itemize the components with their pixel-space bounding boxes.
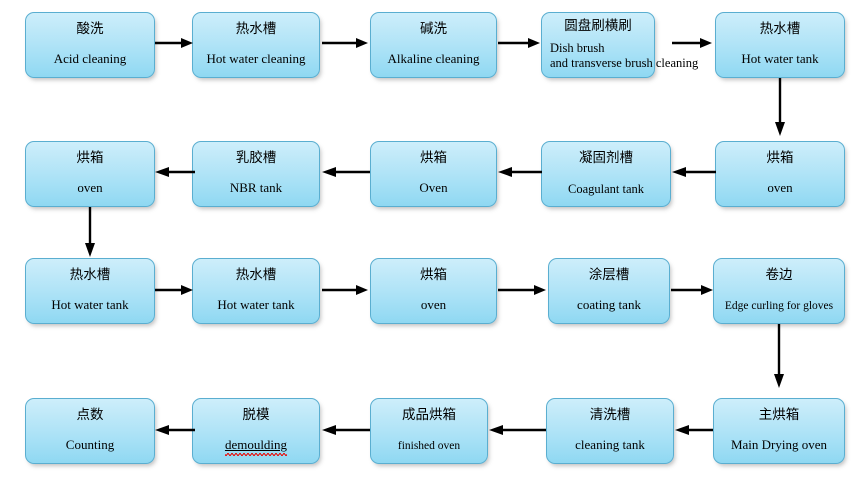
node-label-en: Oven [419, 180, 448, 196]
process-node-hot-water-tank-r1[interactable]: 热水槽 Hot water tank [715, 12, 845, 78]
node-label-en: Hot water tank [217, 297, 295, 313]
node-label-cn: 凝固剂槽 [579, 150, 633, 166]
node-label-cn: 乳胶槽 [235, 150, 277, 166]
node-label-en-wrapper: demoulding [193, 437, 319, 456]
node-label-en: Edge curling for gloves [724, 299, 834, 312]
arrow-r1-2 [322, 36, 370, 50]
process-node-oven-r2-left[interactable]: 烘箱 oven [25, 141, 155, 207]
node-label-cn: 热水槽 [759, 21, 801, 37]
node-label-cn: 主烘箱 [758, 407, 800, 423]
node-label-cn: 碱洗 [420, 21, 447, 37]
arrow-r3-3 [498, 283, 548, 297]
node-label-cn: 圆盘刷横刷 [564, 18, 632, 34]
process-node-dish-brush[interactable]: 圆盘刷横刷 Dish brush and transverse brush cl… [541, 12, 698, 78]
node-label-en: cleaning tank [575, 437, 645, 453]
process-node-hot-water-tank-r3-a[interactable]: 热水槽 Hot water tank [25, 258, 155, 324]
node-label-en: Counting [65, 437, 115, 453]
arrow-r1-1 [155, 36, 195, 50]
node-label-cn: 脱模 [242, 407, 270, 423]
arrow-r1-4 [672, 36, 714, 50]
node-label-cn: 热水槽 [69, 267, 111, 283]
process-node-edge-curling[interactable]: 卷边 Edge curling for gloves [713, 258, 845, 324]
process-node-oven-r2-mid[interactable]: 烘箱 Oven [370, 141, 497, 207]
node-label-en: Coagulant tank [567, 181, 645, 196]
process-node-cleaning-tank[interactable]: 清洗槽 cleaning tank [546, 398, 674, 464]
node-label-cn: 热水槽 [235, 21, 277, 37]
node-label-en: Dish brush and transverse brush cleaning [550, 40, 699, 70]
node-label-en: Hot water tank [741, 51, 819, 67]
node-label-cn: 清洗槽 [589, 407, 631, 423]
node-label-en: finished oven [397, 439, 461, 452]
process-node-hot-water-cleaning[interactable]: 热水槽 Hot water cleaning [192, 12, 320, 78]
arrow-r4-1 [155, 423, 195, 437]
node-label-en: Main Drying oven [730, 437, 828, 453]
node-label-en: Hot water tank [51, 297, 129, 313]
node-label-cn: 烘箱 [76, 150, 104, 166]
arrow-r3-2 [322, 283, 370, 297]
node-label-cn: 烘箱 [420, 150, 447, 166]
process-node-counting[interactable]: 点数 Counting [25, 398, 155, 464]
process-node-oven-r3[interactable]: 烘箱 oven [370, 258, 497, 324]
process-node-coagulant-tank[interactable]: 凝固剂槽 Coagulant tank [541, 141, 671, 207]
node-label-cn: 热水槽 [235, 267, 277, 283]
node-label-en: Acid cleaning [53, 51, 127, 67]
node-label-cn: 点数 [76, 407, 104, 423]
arrow-r2-4 [672, 165, 716, 179]
node-label-en: coating tank [577, 297, 641, 313]
arrow-r4-4 [675, 423, 713, 437]
arrow-r2-1 [155, 165, 195, 179]
arrow-r2-2 [322, 165, 370, 179]
node-label-cn: 烘箱 [766, 150, 794, 166]
arrow-r3-to-r4-vertical [772, 324, 786, 390]
process-node-finished-oven[interactable]: 成品烘箱 finished oven [370, 398, 488, 464]
arrow-r2-3 [498, 165, 542, 179]
node-label-cn: 酸洗 [76, 21, 104, 37]
node-label-en: Hot water cleaning [206, 51, 306, 67]
arrow-r2-to-r3-vertical [83, 207, 97, 259]
node-label-cn: 涂层槽 [588, 267, 630, 283]
arrow-r4-3 [489, 423, 546, 437]
node-label-cn: 烘箱 [420, 267, 447, 283]
node-label-cn: 卷边 [765, 267, 793, 283]
arrow-r1-to-r2-vertical [773, 78, 787, 138]
process-node-coating-tank[interactable]: 涂层槽 coating tank [548, 258, 670, 324]
arrow-r4-2 [322, 423, 370, 437]
node-label-en: oven [77, 180, 103, 196]
process-node-oven-r2-right[interactable]: 烘箱 oven [715, 141, 845, 207]
node-label-en: oven [767, 180, 793, 196]
process-node-main-drying-oven[interactable]: 主烘箱 Main Drying oven [713, 398, 845, 464]
node-label-en: demoulding [224, 437, 288, 456]
process-node-acid-cleaning[interactable]: 酸洗 Acid cleaning [25, 12, 155, 78]
node-label-en: Alkaline cleaning [387, 51, 480, 67]
process-node-hot-water-tank-r3-b[interactable]: 热水槽 Hot water tank [192, 258, 320, 324]
arrow-r1-3 [498, 36, 542, 50]
arrow-r3-1 [155, 283, 195, 297]
node-label-en: NBR tank [229, 180, 283, 196]
arrow-r3-4 [671, 283, 715, 297]
node-label-en: oven [420, 297, 447, 313]
process-node-alkaline-cleaning[interactable]: 碱洗 Alkaline cleaning [370, 12, 497, 78]
process-node-nbr-tank[interactable]: 乳胶槽 NBR tank [192, 141, 320, 207]
node-label-cn: 成品烘箱 [402, 407, 456, 423]
process-node-demoulding[interactable]: 脱模 demoulding [192, 398, 320, 464]
